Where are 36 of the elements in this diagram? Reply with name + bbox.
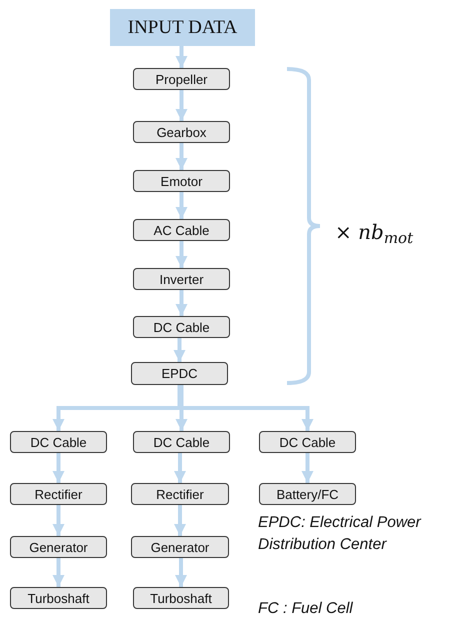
- arrow: [176, 46, 188, 68]
- arrow: [176, 192, 188, 219]
- arrow: [174, 505, 186, 536]
- arrow: [176, 90, 188, 121]
- process-box: Generator: [131, 536, 229, 558]
- process-box: DC Cable: [259, 431, 356, 453]
- process-box: Turboshaft: [10, 587, 107, 609]
- process-box: EPDC: [131, 362, 228, 385]
- arrow: [176, 290, 188, 316]
- arrow: [302, 453, 314, 483]
- process-box: Emotor: [133, 170, 230, 192]
- arrow: [175, 558, 187, 587]
- process-box: Generator: [10, 536, 107, 558]
- process-box: DC Cable: [133, 316, 230, 338]
- process-box: DC Cable: [10, 431, 107, 453]
- arrow: [176, 143, 188, 170]
- process-box: Rectifier: [10, 483, 107, 505]
- arrow: [52, 505, 64, 536]
- abbreviation-note: FC : Fuel Cell: [258, 599, 354, 619]
- process-box: Gearbox: [133, 121, 230, 143]
- process-box: Rectifier: [131, 483, 229, 505]
- process-box: AC Cable: [133, 219, 230, 241]
- abbreviation-note: EPDC: Electrical Power Distribution Center: [258, 513, 422, 555]
- arrow: [174, 453, 186, 483]
- process-box: Inverter: [133, 268, 230, 290]
- multiplier-label: × nb$_{mot}$: [335, 220, 414, 247]
- input-box: INPUT DATA: [110, 9, 255, 46]
- process-box: Propeller: [133, 68, 230, 90]
- arrow: [176, 241, 188, 268]
- arrow: [174, 338, 186, 362]
- arrow: [52, 453, 64, 483]
- process-box: DC Cable: [133, 431, 230, 453]
- process-box: Battery/FC: [259, 483, 356, 505]
- arrow: [52, 558, 64, 587]
- process-box: Turboshaft: [133, 587, 229, 609]
- arrow: [176, 385, 188, 431]
